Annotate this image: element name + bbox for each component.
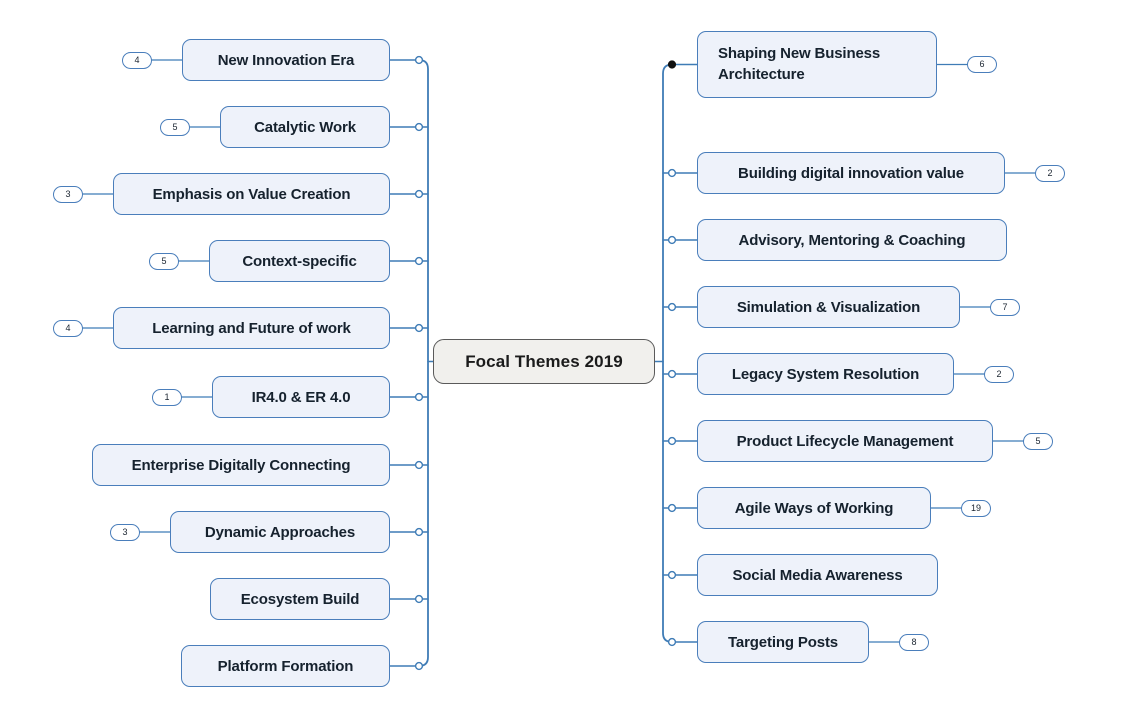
branch-badge[interactable]: 3 xyxy=(53,185,83,203)
branch-node[interactable]: IR4.0 & ER 4.0 xyxy=(212,376,390,418)
branch-node[interactable]: New Innovation Era xyxy=(182,39,390,81)
branch-node[interactable]: Dynamic Approaches xyxy=(170,511,390,553)
branch-node[interactable]: Emphasis on Value Creation xyxy=(113,173,390,215)
branch-node[interactable]: Context-specific xyxy=(209,240,390,282)
branch-badge[interactable]: 8 xyxy=(899,633,929,651)
branch-badge[interactable]: 4 xyxy=(122,51,152,69)
branch-badge[interactable]: 5 xyxy=(160,118,190,136)
center-node[interactable]: Focal Themes 2019 xyxy=(433,339,655,384)
branch-node[interactable]: Agile Ways of Working xyxy=(697,487,931,529)
branch-node[interactable]: Targeting Posts xyxy=(697,621,869,663)
branch-badge[interactable]: 1 xyxy=(152,388,182,406)
branch-badge[interactable]: 6 xyxy=(967,56,997,73)
branch-badge[interactable]: 3 xyxy=(110,523,140,541)
branch-badge[interactable]: 2 xyxy=(1035,164,1065,182)
branch-node[interactable]: Simulation & Visualization xyxy=(697,286,960,328)
branch-node[interactable]: Social Media Awareness xyxy=(697,554,938,596)
branch-badge[interactable]: 7 xyxy=(990,298,1020,316)
branch-node[interactable]: Building digital innovation value xyxy=(697,152,1005,194)
branch-badge[interactable]: 5 xyxy=(149,252,179,270)
branch-badge[interactable]: 2 xyxy=(984,365,1014,383)
branch-badge[interactable]: 5 xyxy=(1023,432,1053,450)
branch-badge[interactable]: 19 xyxy=(961,499,991,517)
branch-node[interactable]: Ecosystem Build xyxy=(210,578,390,620)
branch-badge[interactable]: 4 xyxy=(53,319,83,337)
branch-node[interactable]: Catalytic Work xyxy=(220,106,390,148)
branch-node[interactable]: Enterprise Digitally Connecting xyxy=(92,444,390,486)
branch-node[interactable]: Advisory, Mentoring & Coaching xyxy=(697,219,1007,261)
branch-node[interactable]: Product Lifecycle Management xyxy=(697,420,993,462)
branch-node[interactable]: Learning and Future of work xyxy=(113,307,390,349)
branch-node[interactable]: Legacy System Resolution xyxy=(697,353,954,395)
branch-node[interactable]: Shaping New Business Architecture xyxy=(697,31,937,98)
branch-node[interactable]: Platform Formation xyxy=(181,645,390,687)
